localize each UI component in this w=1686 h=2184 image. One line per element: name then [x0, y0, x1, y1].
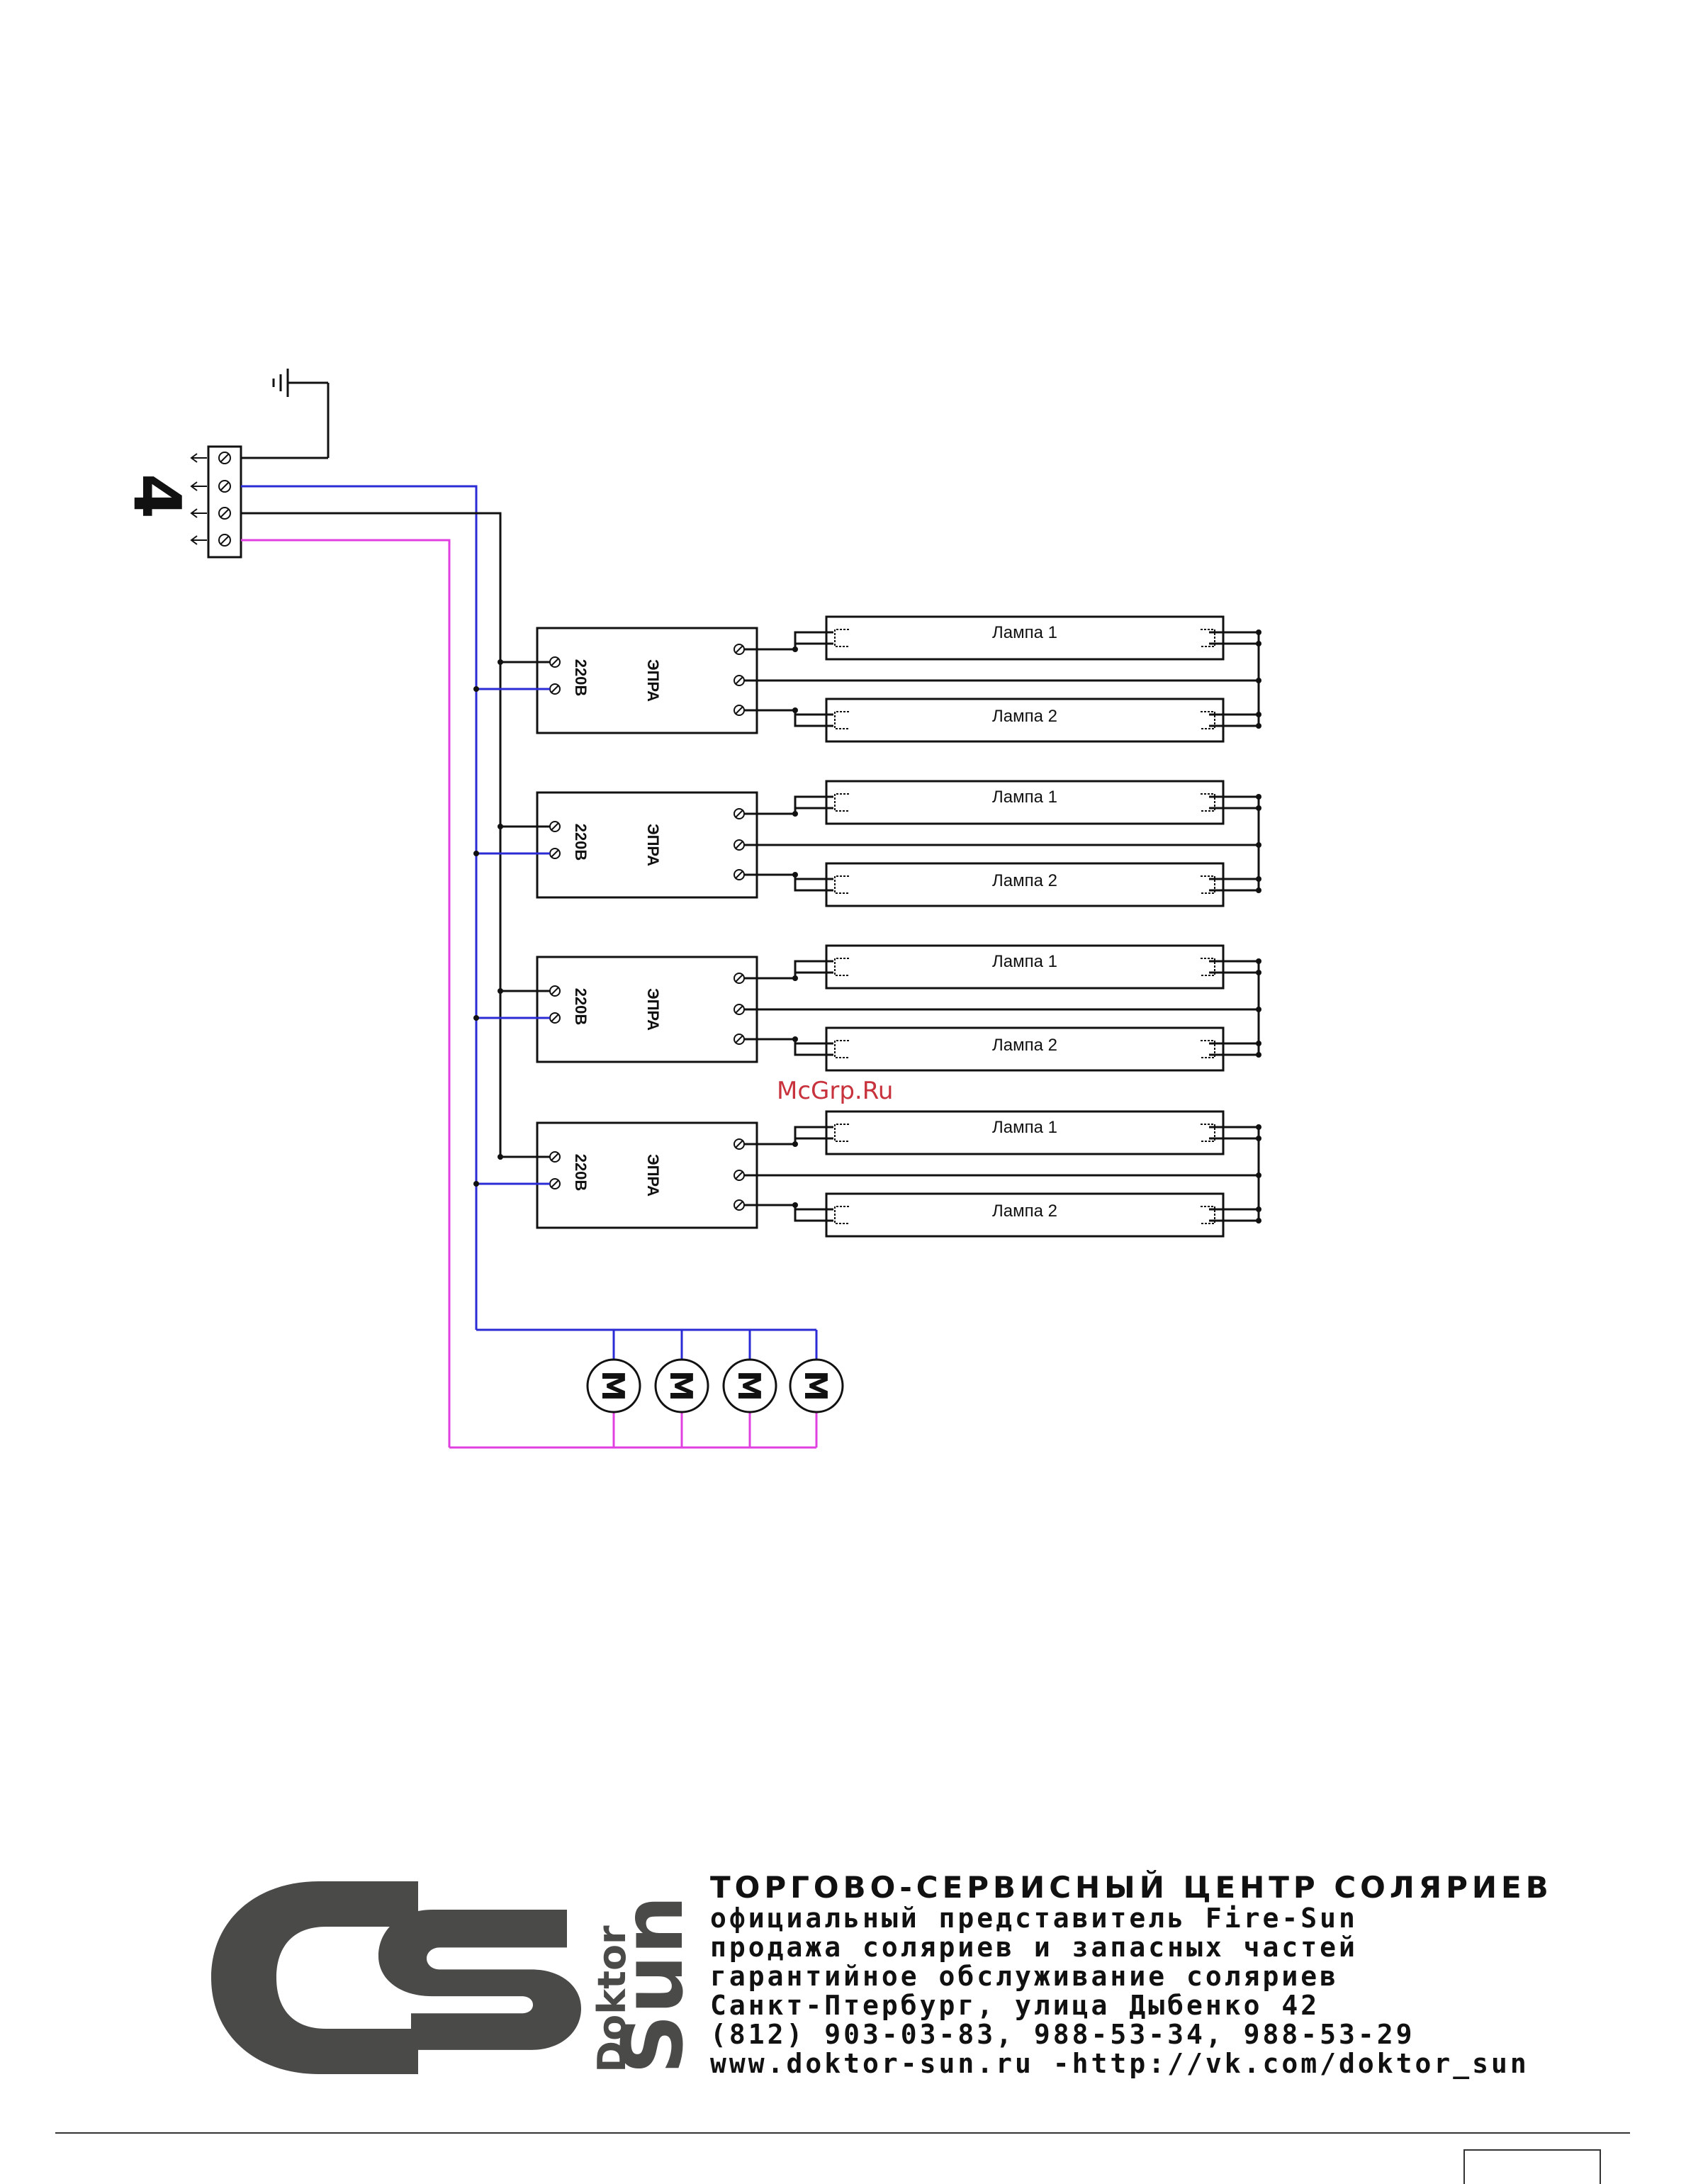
company-line: Санкт-Птербург, улица Дыбенко 42 [710, 1990, 1320, 2021]
ballast-voltage-label: 220В [572, 659, 590, 697]
motor: M [586, 1330, 641, 1447]
page-rule [55, 2132, 1630, 2134]
lamp-1: Лампа 1 [825, 780, 1225, 825]
lamp-1-label: Лампа 1 [992, 788, 1057, 807]
motor: M [654, 1330, 709, 1447]
company-line: www.doktor-sun.ru -http://vk.com/doktor_… [710, 2048, 1529, 2079]
lamp-2-label: Лампа 2 [992, 871, 1057, 890]
input-arrows [190, 453, 207, 545]
lamp-2: Лампа 2 [825, 1026, 1225, 1072]
motor-wiring [449, 1328, 816, 1449]
company-line: продажа соляриев и запасных частей [710, 1932, 1358, 1963]
ballast-name-label: ЭПРА [644, 988, 662, 1031]
terminal-block: 4 [119, 445, 242, 559]
watermark: McGrp.Ru [777, 1077, 893, 1105]
ballast-box [536, 791, 758, 899]
ballast-unit: 220В ЭПРА Лампа 1 Лампа 2 [473, 944, 1261, 1072]
lamp-1-label: Лампа 1 [992, 623, 1057, 642]
lamp-1-label: Лампа 1 [992, 1118, 1057, 1137]
motor-symbol: M [663, 1370, 699, 1401]
company-title: ТОРГОВО-СЕРВИСНЫЙ ЦЕНТР СОЛЯРИЕВ [710, 1870, 1553, 1905]
logo-brand-small: Doktor [590, 1925, 634, 2073]
ballast-unit: 220В ЭПРА Лампа 1 Лампа 2 [473, 615, 1261, 743]
motor-symbol: M [731, 1370, 767, 1401]
motor-symbol: M [797, 1370, 833, 1401]
lamp-2-label: Лампа 2 [992, 1202, 1057, 1221]
lamp-2-label: Лампа 2 [992, 1036, 1057, 1055]
ballast-box [536, 627, 758, 734]
lamp-1: Лампа 1 [825, 944, 1225, 990]
ballast-name-label: ЭПРА [644, 1154, 662, 1197]
lamp-2: Лампа 2 [825, 1192, 1225, 1238]
lamp-1-label: Лампа 1 [992, 952, 1057, 971]
ballast-unit: 220В ЭПРА Лампа 1 Лампа 2 [473, 1110, 1261, 1238]
ballast-name-label: ЭПРА [644, 824, 662, 866]
ballast-name-label: ЭПРА [644, 659, 662, 702]
lamp-2: Лампа 2 [825, 698, 1225, 743]
ground-symbol [241, 369, 330, 459]
footer: Doktor Sun ТОРГОВО-СЕРВИСНЫЙ ЦЕНТР СОЛЯР… [206, 1871, 1549, 2098]
motor: M [722, 1330, 777, 1447]
terminal-block-label: 4 [119, 474, 195, 519]
company-info: ТОРГОВО-СЕРВИСНЫЙ ЦЕНТР СОЛЯРИЕВ официал… [710, 1871, 1553, 2078]
page-number-tab [1463, 2149, 1601, 2184]
lamp-2-label: Лампа 2 [992, 707, 1057, 726]
wiring-diagram: 4 220В ЭПРА Лампа 1 Лампа 2 220В ЭПРА Лампа 1 Л… [119, 369, 1261, 1449]
ballast-unit: 220В ЭПРА Лампа 1 Лампа 2 [473, 780, 1261, 907]
company-logo: Doktor Sun [211, 1881, 702, 2075]
ballast-voltage-label: 220В [572, 988, 590, 1026]
logo-brand-big: Sun [604, 1895, 702, 2075]
ballast-voltage-label: 220В [572, 824, 590, 861]
ballast-box [536, 1121, 758, 1229]
lamp-2: Лампа 2 [825, 862, 1225, 907]
company-line: (812) 903-03-83, 988-53-34, 988-53-29 [710, 2019, 1415, 2050]
lamp-1: Лампа 1 [825, 1110, 1225, 1155]
ballast-units: 220В ЭПРА Лампа 1 Лампа 2 220В ЭПРА Лампа 1 Лам… [473, 615, 1261, 1238]
lamp-1: Лампа 1 [825, 615, 1225, 661]
company-line: гарантийное обслуживание соляриев [710, 1961, 1339, 1992]
motor-symbol: M [595, 1370, 631, 1401]
company-line: официальный представитель Fire-Sun [710, 1903, 1358, 1934]
motor: M [789, 1330, 844, 1447]
ballast-voltage-label: 220В [572, 1154, 590, 1192]
bus-wires [241, 485, 502, 1447]
ballast-box [536, 956, 758, 1063]
